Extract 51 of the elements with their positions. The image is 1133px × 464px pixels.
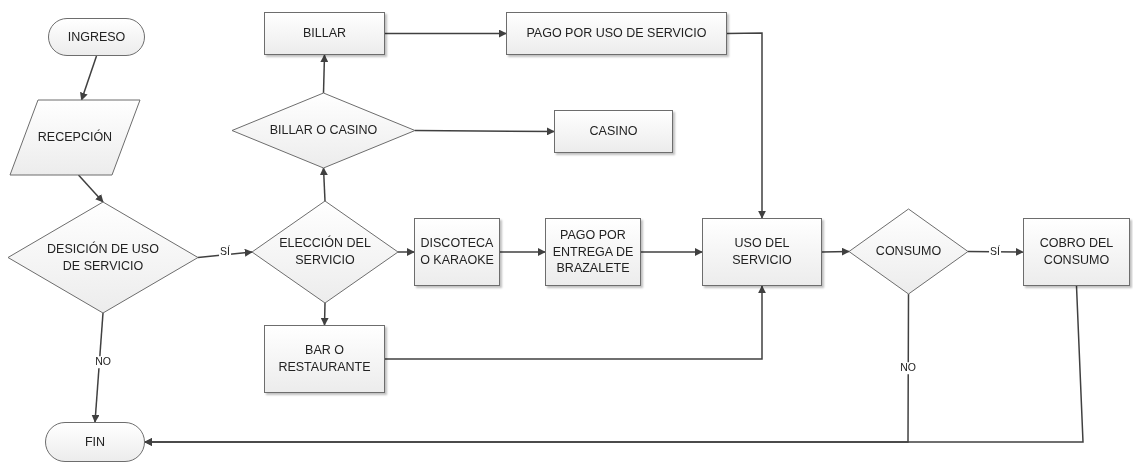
process-box: [702, 218, 822, 286]
arrow: [414, 127, 555, 136]
arrow: [77, 174, 104, 203]
process-box: [506, 12, 727, 55]
arrow: [320, 54, 329, 94]
edge-label: NO: [94, 356, 112, 368]
node-label: CONSUMO: [875, 243, 942, 260]
decision-diamond: [849, 209, 968, 294]
process-box: [414, 218, 500, 286]
arrow: [726, 32, 766, 219]
process-box: [264, 325, 385, 393]
arrow: [319, 167, 328, 202]
arrow: [91, 312, 104, 423]
arrow: [640, 248, 703, 256]
node-label: BILLAR: [302, 25, 347, 42]
arrow: [197, 248, 253, 259]
edge-label: SÍ: [989, 246, 1001, 258]
node-label: DESICIÓN DE USO DE SERVICIO: [46, 240, 160, 275]
arrow: [80, 55, 98, 101]
node-label: PAGO POR ENTREGA DE BRAZALETE: [551, 226, 635, 278]
node-label: FIN: [84, 433, 106, 451]
arrow: [384, 285, 766, 360]
decision-diamond: [232, 93, 415, 168]
terminal-shape: [45, 422, 145, 462]
arrow: [499, 248, 546, 256]
arrow: [967, 247, 1024, 256]
arrow: [384, 29, 507, 38]
node-label: COBRO DEL CONSUMO: [1038, 235, 1115, 269]
arrow: [821, 247, 850, 256]
node-label: DISCOTECA O KARAOKE: [420, 235, 494, 269]
edge-label: NO: [899, 362, 917, 374]
node-label: CASINO: [589, 123, 638, 140]
node-label: INGRESO: [67, 28, 126, 46]
process-box: [1023, 218, 1130, 286]
process-box: [545, 218, 641, 286]
arrow: [320, 302, 329, 326]
arrow: [144, 285, 1084, 446]
node-label: USO DEL SERVICIO: [731, 235, 793, 269]
node-label: BILLAR O CASINO: [269, 122, 378, 139]
decision-diamond: [252, 201, 398, 303]
edge-label: SÍ: [219, 246, 231, 258]
node-label: BAR O RESTAURANTE: [277, 342, 372, 376]
node-label: ELECCIÓN DEL SERVICIO: [278, 235, 372, 269]
arrow: [397, 248, 415, 256]
node-label: RECEPCIÓN: [37, 129, 113, 146]
node-label: PAGO POR USO DE SERVICIO: [526, 25, 707, 42]
input-parallelogram: [10, 100, 140, 175]
decision-diamond: [8, 202, 198, 313]
process-box: [264, 12, 385, 55]
process-box: [554, 110, 673, 153]
terminal-shape: [48, 18, 145, 56]
